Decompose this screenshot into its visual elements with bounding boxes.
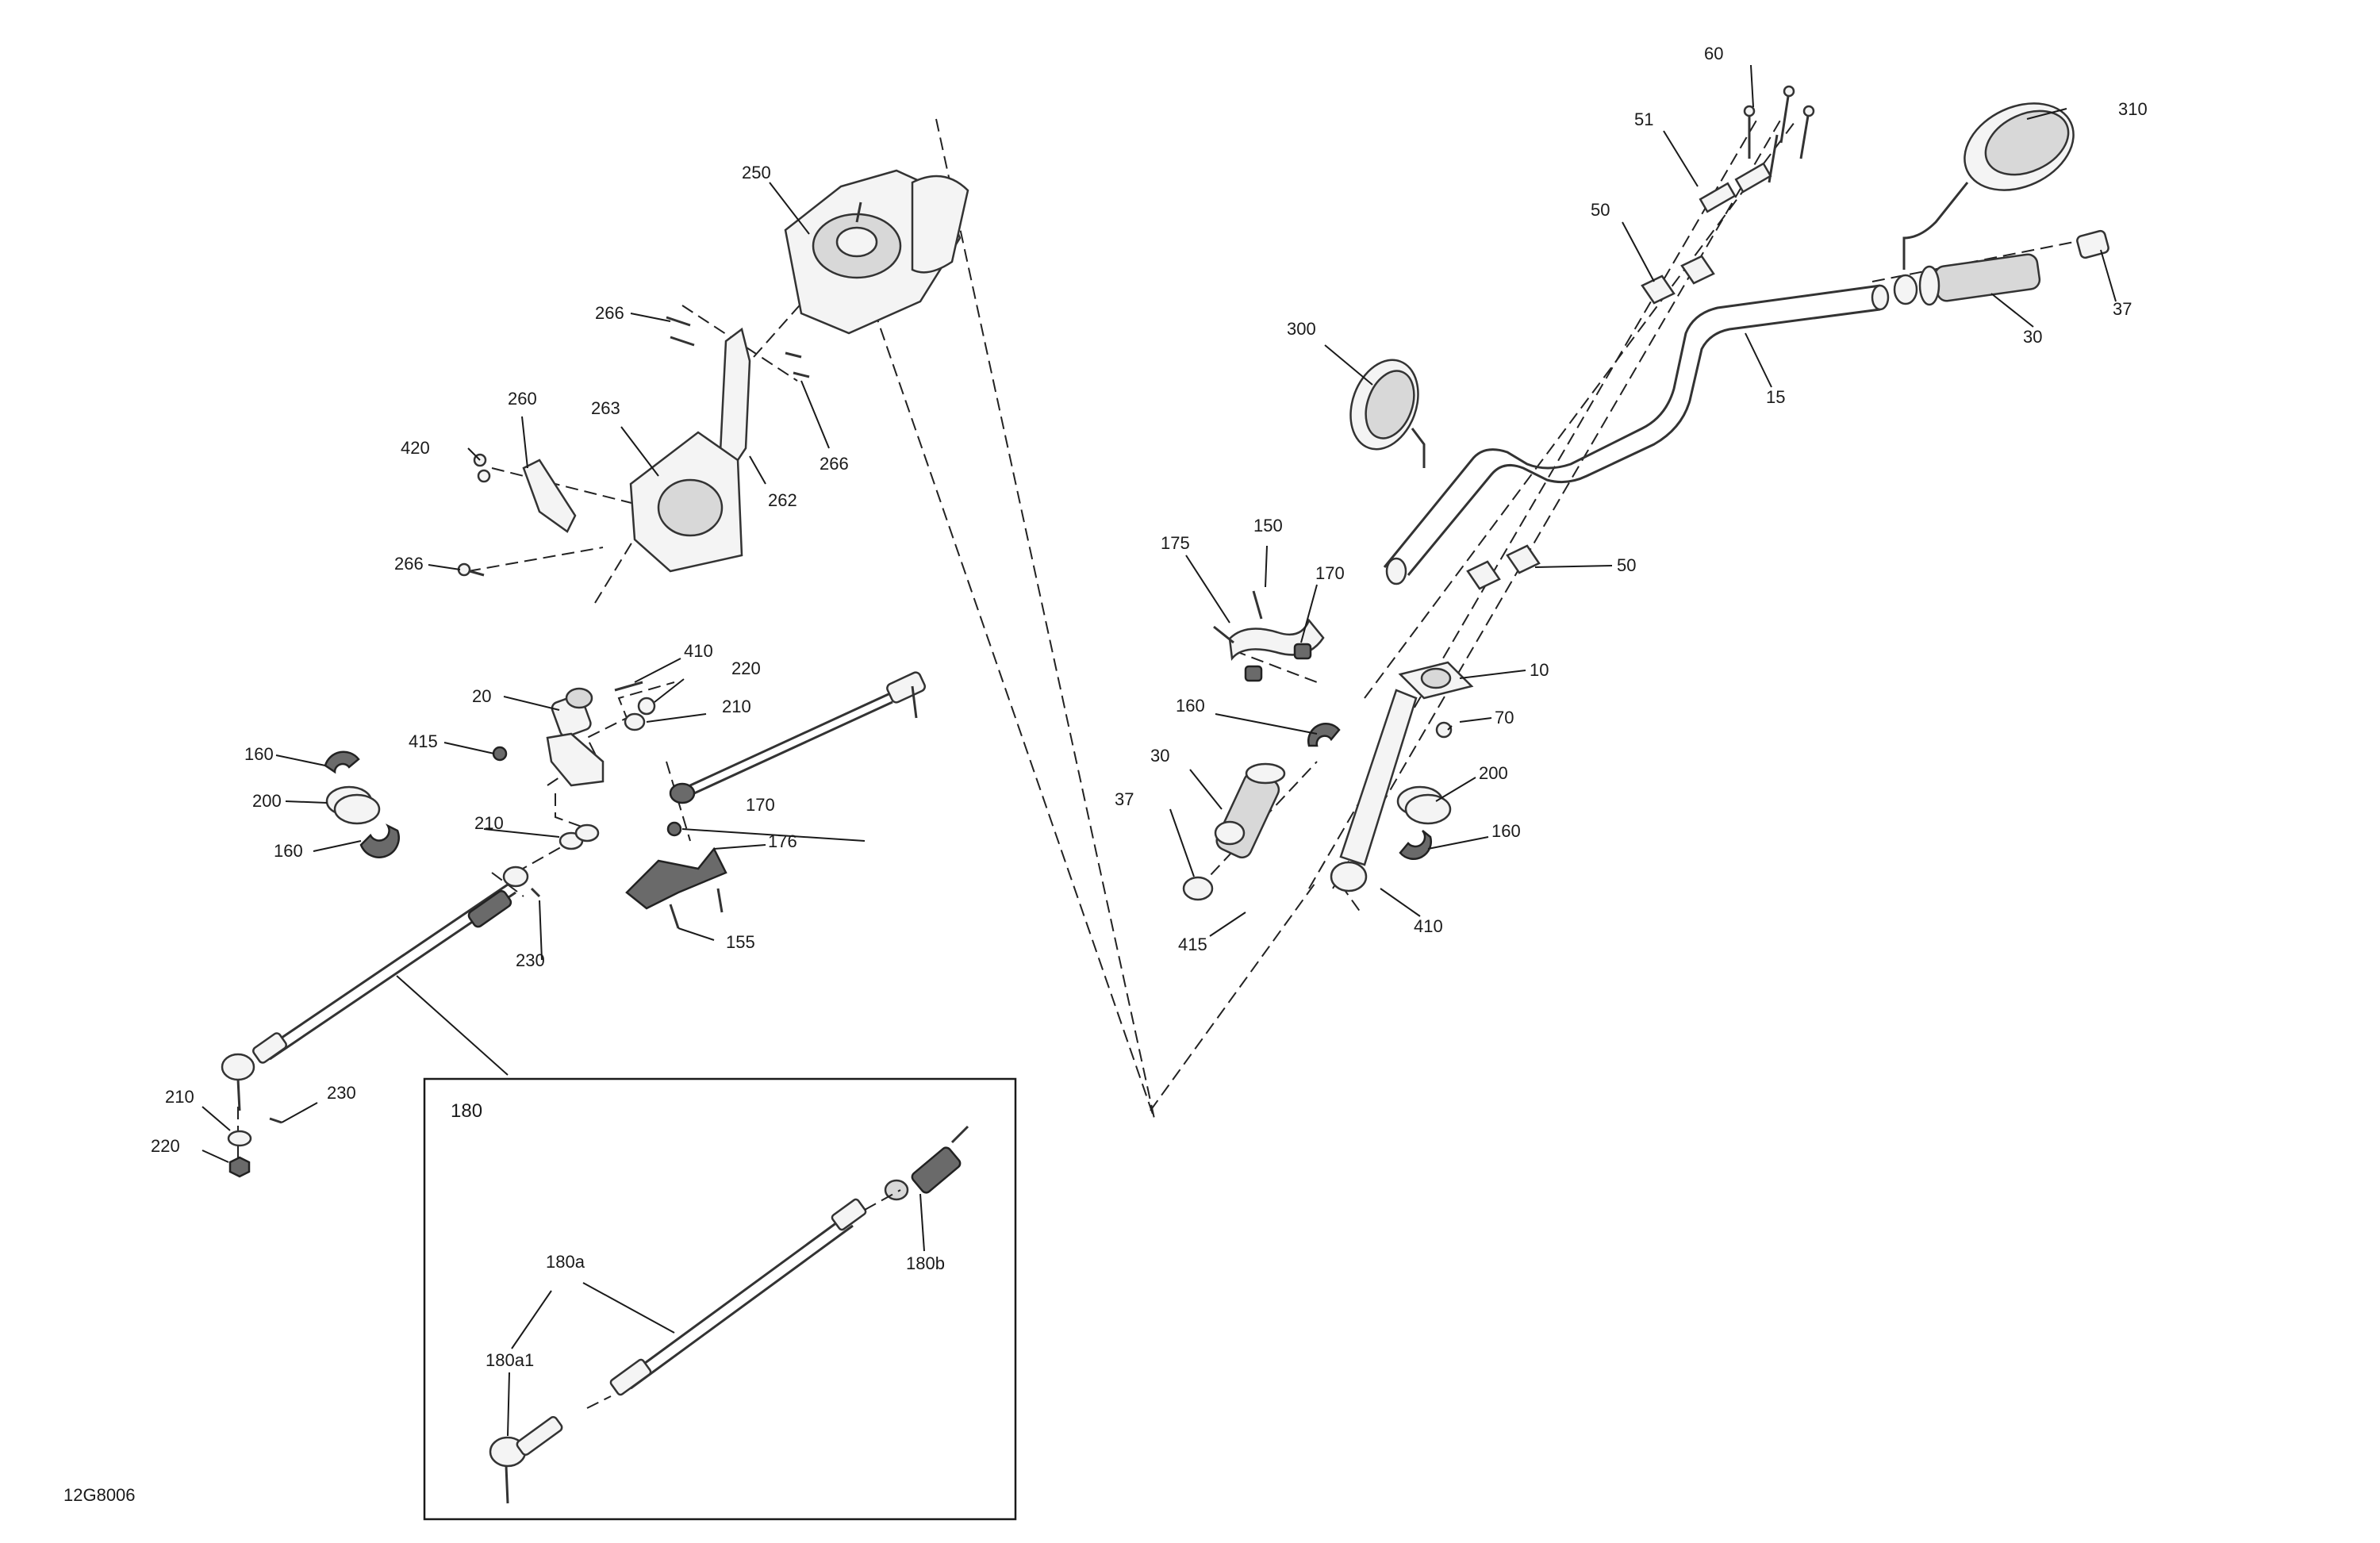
end-cap-right (2076, 229, 2109, 259)
callout-180b: 180b (906, 1253, 945, 1273)
callout-160: 160 (274, 841, 303, 861)
end-cap-left (1182, 876, 1214, 901)
callout-266: 266 (820, 454, 849, 474)
mirror-left (1349, 359, 1426, 468)
clamp-upper (1641, 162, 1772, 305)
steering-arm-176 (625, 821, 727, 929)
callout-50: 50 (1617, 555, 1636, 575)
bolts-60 (1743, 85, 1815, 183)
callout-300: 300 (1287, 319, 1316, 339)
grip-right (1893, 253, 2041, 306)
tie-rod-left (221, 866, 529, 1111)
callout-155: 155 (726, 932, 755, 952)
callout-415: 415 (1178, 935, 1207, 954)
callout-310: 310 (2118, 99, 2148, 119)
callout-30: 30 (2023, 327, 2042, 347)
callout-210: 210 (474, 813, 504, 833)
callout-30: 30 (1150, 746, 1169, 766)
callout-180a1: 180a1 (486, 1350, 534, 1370)
callout-260: 260 (508, 389, 537, 409)
callout-220: 220 (151, 1136, 180, 1156)
steering-gear-motor (784, 169, 969, 335)
callout-160: 160 (1491, 821, 1521, 841)
callout-410: 410 (1414, 916, 1443, 936)
callout-262: 262 (768, 490, 797, 510)
tie-rod-right (669, 671, 927, 804)
callout-210: 210 (165, 1087, 194, 1107)
column-clamp-175 (1213, 590, 1325, 682)
callout-266: 266 (595, 303, 624, 323)
callout-200: 200 (1479, 763, 1508, 783)
steering-column (1330, 661, 1474, 892)
callout-230: 230 (327, 1083, 356, 1103)
callout-10: 10 (1530, 660, 1549, 680)
callout-160: 160 (244, 744, 274, 764)
callout-37: 37 (2113, 299, 2132, 319)
callout-210: 210 (722, 697, 751, 716)
callout-263: 263 (591, 398, 620, 418)
leader-lines (202, 64, 2117, 1437)
callout-170: 170 (1315, 563, 1345, 583)
callout-200: 200 (252, 791, 282, 811)
callout-160: 160 (1176, 696, 1205, 716)
bracket-263 (629, 431, 743, 573)
collars-right (1307, 723, 1452, 860)
callout-176: 176 (768, 831, 797, 851)
drawing-number: 12G8006 (63, 1485, 136, 1505)
assembly-guide-lines (237, 118, 2095, 1158)
callout-230: 230 (516, 950, 545, 970)
pitman-arm (546, 687, 605, 787)
callout-20: 20 (472, 686, 491, 706)
callout-150: 150 (1253, 516, 1283, 535)
callout-70: 70 (1495, 708, 1514, 727)
callout-15: 15 (1766, 387, 1785, 407)
bolts-420 (473, 453, 491, 483)
callout-250: 250 (742, 163, 771, 182)
callout-170: 170 (746, 795, 775, 815)
collars-left (324, 750, 400, 858)
callout-420: 420 (401, 438, 430, 458)
callout-51: 51 (1634, 109, 1653, 129)
callout-180a: 180a (546, 1252, 585, 1272)
callout-175: 175 (1161, 533, 1190, 553)
callout-50: 50 (1591, 200, 1610, 220)
clamp-lower (1466, 544, 1541, 590)
callout-220: 220 (731, 658, 761, 678)
callout-266: 266 (394, 554, 424, 574)
callout-37: 37 (1115, 789, 1134, 809)
callout-labels: 60 310 51 50 37 30 300 15 50 175 150 170… (151, 44, 2148, 1370)
grip-left (1214, 762, 1286, 859)
mirror-right (1902, 102, 2075, 270)
tie-rod-hardware (227, 887, 541, 1178)
callout-60: 60 (1704, 44, 1723, 63)
inset-box-180: 180 (423, 1077, 1017, 1521)
callout-415: 415 (409, 731, 438, 751)
callout-410: 410 (684, 641, 713, 661)
handlebar (1383, 284, 1890, 585)
bracket-260 (522, 459, 577, 533)
inset-label: 180 (451, 1100, 482, 1122)
